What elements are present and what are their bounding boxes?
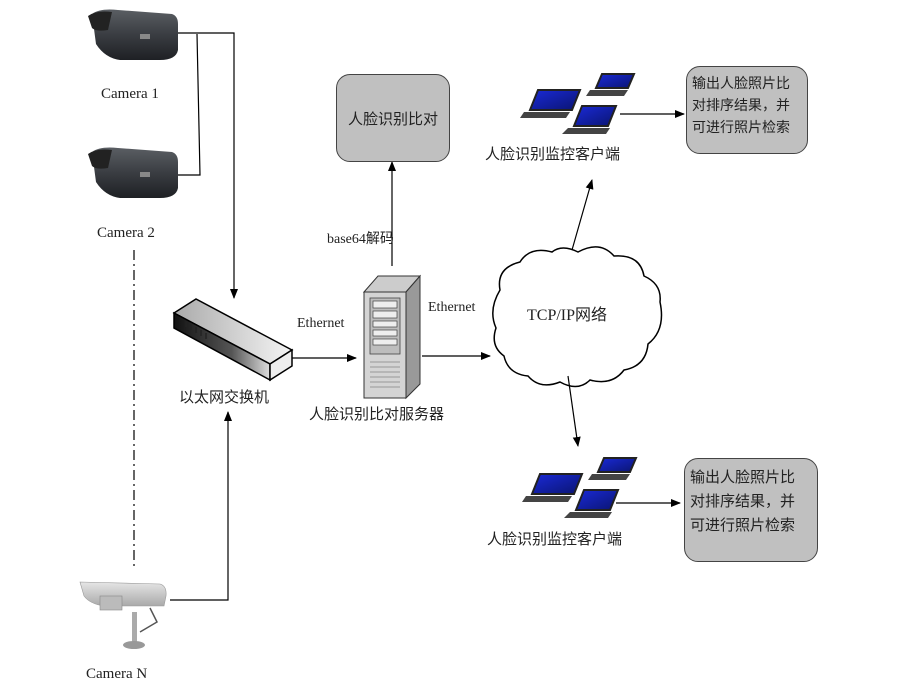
client-1-output-box: 输出人脸照片比 对排序结果，并 可进行照片检索 <box>686 66 808 154</box>
decode-label: base64解码 <box>327 232 394 247</box>
camera-n-label: Camera N <box>86 666 148 682</box>
network-to-client-1-line <box>571 179 594 251</box>
output-line: 对排序结果，并 <box>692 98 790 114</box>
camera-1-label: Camera 1 <box>101 86 159 102</box>
client-1-laptops-icon <box>520 73 636 134</box>
client-2-label: 人脸识别监控客户端 <box>487 530 623 548</box>
camera-1-icon <box>88 9 178 60</box>
camera-2-label: Camera 2 <box>97 225 155 241</box>
network-label: TCP/IP网络 <box>527 307 608 324</box>
camera-n-icon <box>79 581 167 649</box>
ethernet-right-label: Ethernet <box>428 300 476 315</box>
client-2-laptops-icon <box>522 457 638 518</box>
switch-icon <box>172 298 294 382</box>
ethernet-left-label: Ethernet <box>297 316 345 331</box>
server-label: 人脸识别比对服务器 <box>309 405 445 423</box>
camera-1-to-switch-line <box>178 32 238 299</box>
camera-2-link-line <box>178 33 201 176</box>
face-compare-label: 人脸识别比对 <box>347 109 438 128</box>
output-line: 输出人脸照片比 <box>690 468 796 486</box>
camera-2-icon <box>88 147 178 198</box>
output-line: 可进行照片检索 <box>690 516 796 534</box>
face-compare-box: 人脸识别比对 <box>336 74 450 162</box>
output-line: 对排序结果，并 <box>690 492 796 510</box>
switch-label: 以太网交换机 <box>179 388 270 406</box>
network-to-client-2-line <box>567 375 581 447</box>
server-icon <box>362 274 422 400</box>
output-line: 输出人脸照片比 <box>692 76 790 92</box>
output-line: 可进行照片检索 <box>692 120 790 136</box>
network-cloud <box>492 246 663 388</box>
client-2-output-box: 输出人脸照片比 对排序结果，并 可进行照片检索 <box>684 458 818 562</box>
camera-n-to-switch-line <box>170 411 232 601</box>
client-1-label: 人脸识别监控客户端 <box>485 145 621 163</box>
